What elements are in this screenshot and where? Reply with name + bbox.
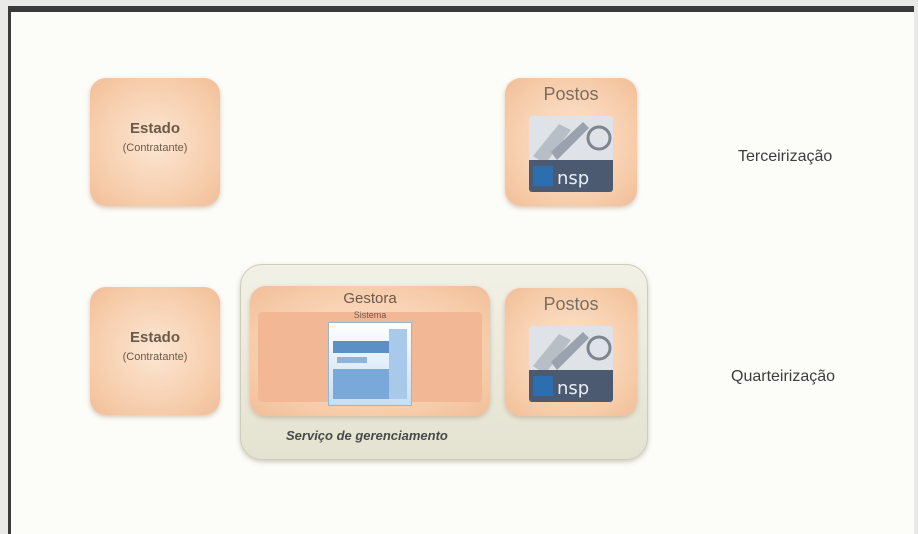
- estado-title: Estado: [129, 329, 180, 346]
- servico-caption: Serviço de gerenciamento: [286, 428, 448, 443]
- quarteirizacao-label: Quarteirização: [731, 368, 836, 385]
- sistema-screenshot: [328, 322, 412, 406]
- postos-box-quarteirizacao: Postos nsp: [505, 288, 637, 416]
- terceirizacao-label: Terceirização: [738, 148, 833, 165]
- postos-label: Postos: [543, 294, 599, 314]
- postos-box-terceirizacao: Postos nsp: [505, 78, 637, 206]
- estado-title: Estado: [129, 120, 180, 137]
- estado-subtitle: (Contratante): [122, 351, 188, 363]
- postos-photo: nsp: [529, 326, 613, 402]
- sistema-label: Sistema: [353, 310, 387, 320]
- postos-photo: nsp: [529, 116, 613, 192]
- gestora-box: Gestora Sistema: [250, 286, 490, 416]
- estado-box-quarteirizacao: Estado (Contratante): [90, 287, 220, 415]
- svg-text:nsp: nsp: [557, 378, 589, 399]
- svg-text:nsp: nsp: [557, 168, 589, 189]
- estado-subtitle: (Contratante): [122, 142, 188, 154]
- postos-label: Postos: [543, 84, 599, 104]
- estado-box-terceirizacao: Estado (Contratante): [90, 78, 220, 206]
- gestora-title: Gestora: [343, 290, 397, 307]
